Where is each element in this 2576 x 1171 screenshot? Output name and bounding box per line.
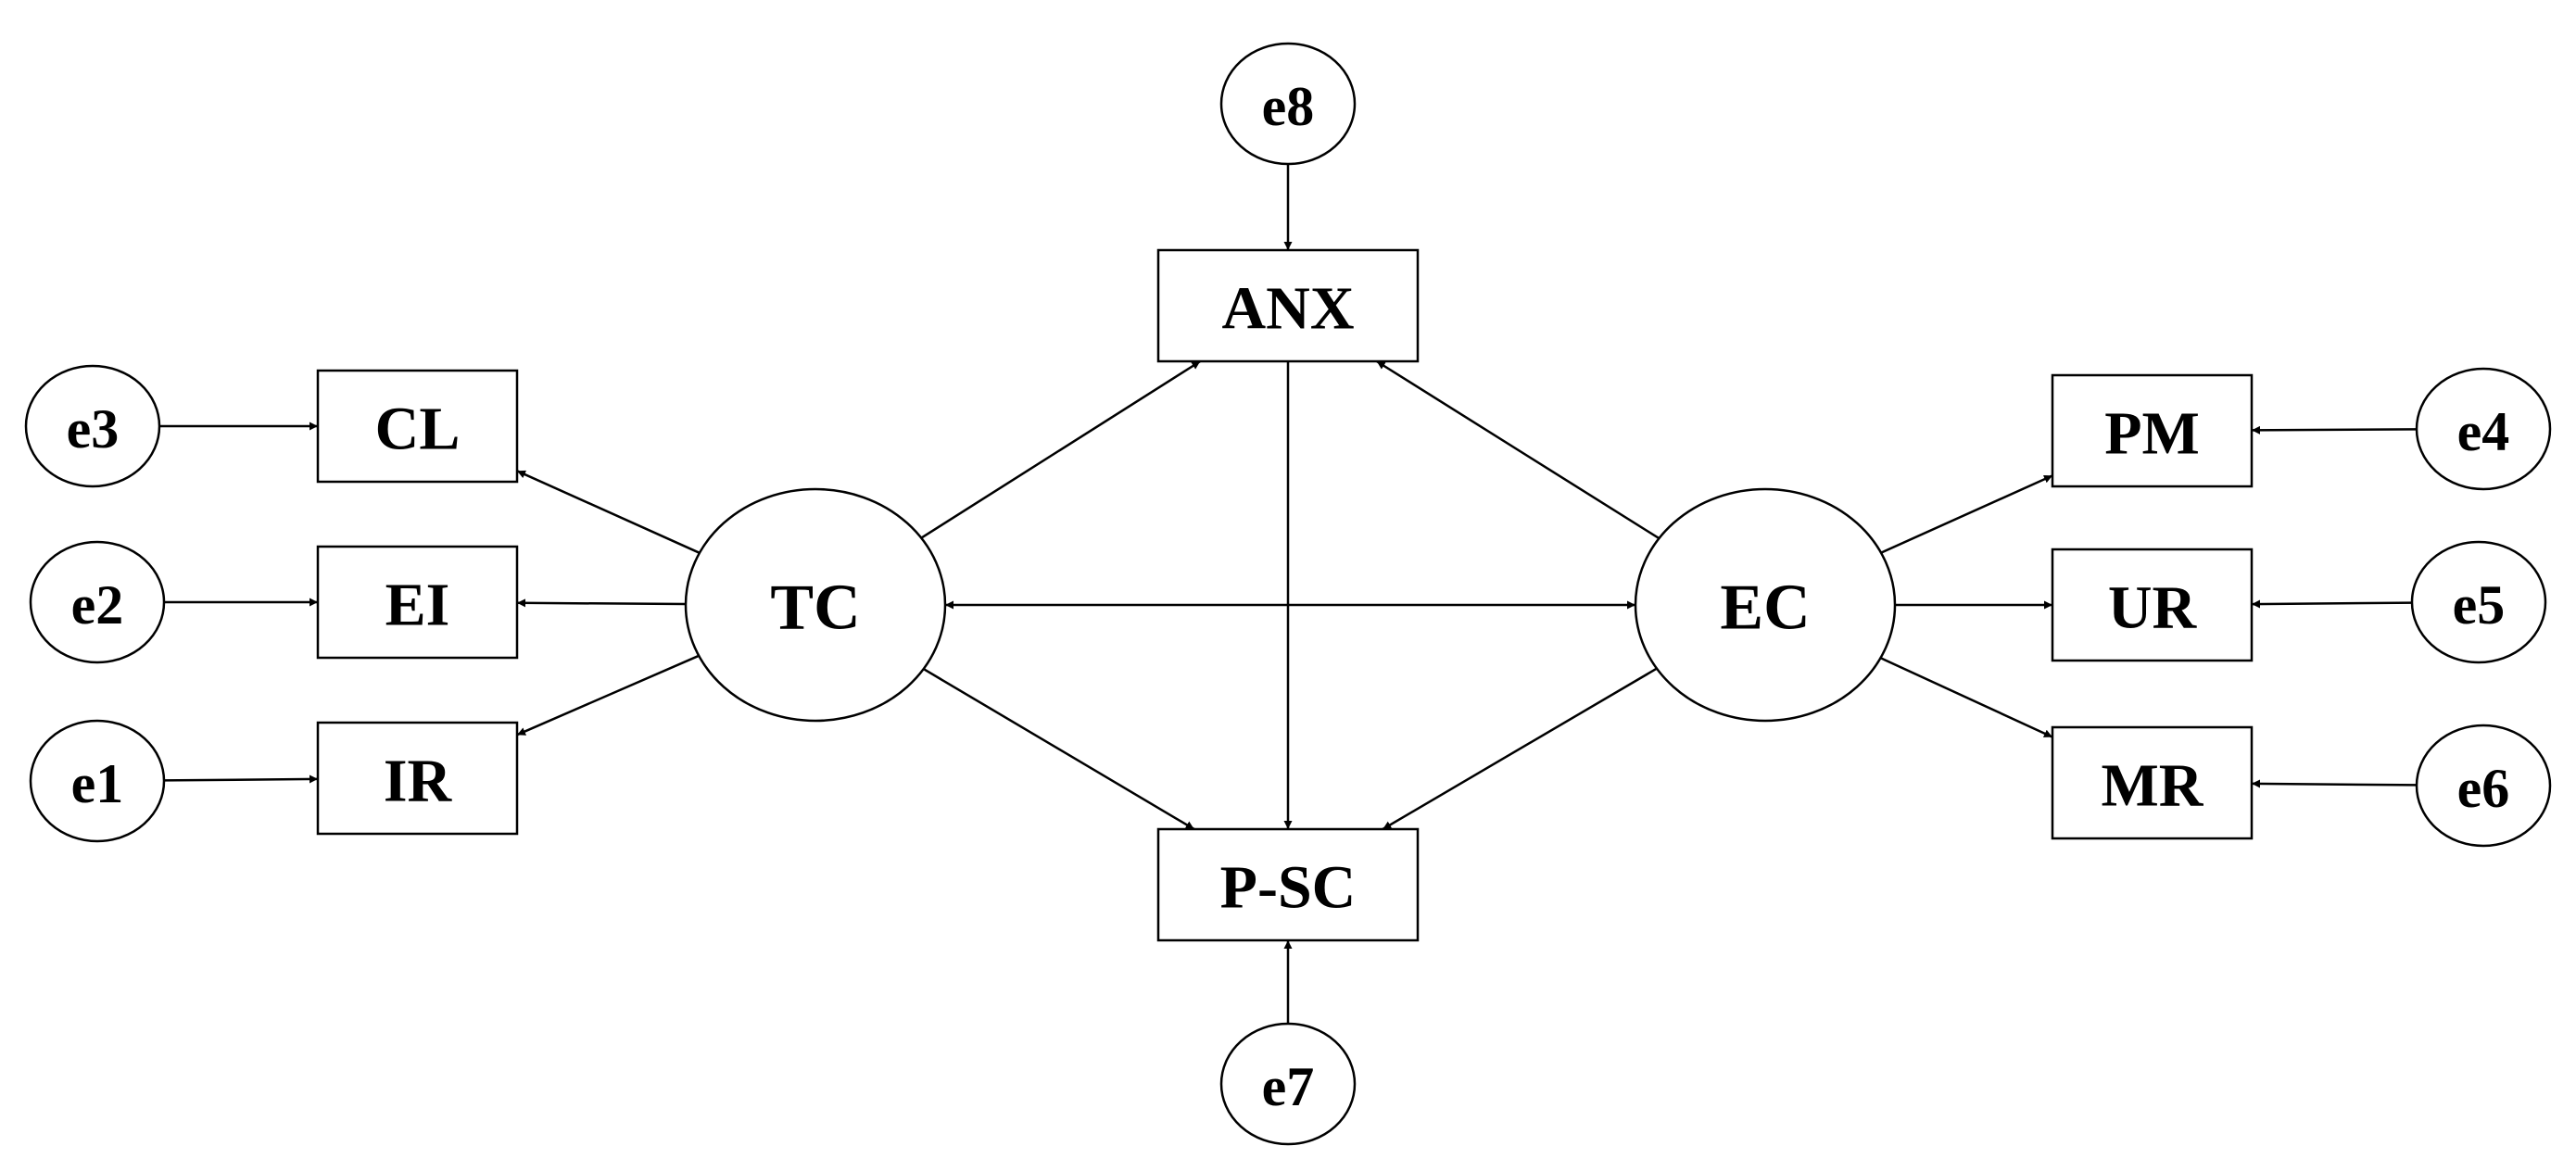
error-node-e7: e7	[1219, 1022, 1357, 1146]
error-shape-e2	[29, 540, 166, 664]
observed-node-cl: CL	[316, 369, 519, 484]
observed-label-ir: IR	[384, 748, 453, 815]
observed-node-ei: EI	[316, 545, 519, 660]
error-label-e1: e1	[71, 753, 124, 814]
paths-layer	[159, 164, 2418, 1024]
observed-label-ur: UR	[2108, 574, 2198, 642]
observed-shape-anx	[1156, 248, 1420, 363]
observed-shape-ur	[2051, 548, 2254, 662]
path-arrow-e6-to-mr	[2251, 779, 2418, 788]
error-label-e4: e4	[2457, 401, 2510, 462]
path-arrow-e4-to-pm	[2251, 425, 2418, 434]
error-node-e8: e8	[1219, 42, 1357, 166]
error-label-e7: e7	[1262, 1056, 1315, 1117]
path-arrow-tc-to-ei	[516, 598, 687, 608]
error-label-e8: e8	[1262, 76, 1315, 137]
observed-shape-cl	[316, 369, 519, 484]
error-label-e2: e2	[71, 574, 124, 636]
latent-node-ec: EC	[1634, 487, 1897, 723]
latent-shape-tc	[684, 487, 947, 723]
observed-label-anx: ANX	[1222, 275, 1355, 343]
observed-shape-ir	[316, 721, 519, 836]
error-shape-e7	[1219, 1022, 1357, 1146]
error-shape-e8	[1219, 42, 1357, 166]
error-node-e2: e2	[29, 540, 166, 664]
observed-shape-pm	[2051, 373, 2254, 488]
error-node-e1: e1	[29, 719, 166, 843]
observed-shape-psc	[1156, 827, 1420, 942]
observed-label-ei: EI	[385, 572, 450, 639]
observed-label-psc: P-SC	[1220, 854, 1357, 922]
observed-node-anx: ANX	[1156, 248, 1420, 363]
latent-label-tc: TC	[770, 573, 860, 644]
error-shape-e5	[2410, 540, 2547, 664]
error-shape-e4	[2415, 367, 2552, 491]
latent-label-ec: EC	[1720, 573, 1810, 644]
observed-shape-mr	[2051, 725, 2254, 840]
latent-node-tc: TC	[684, 487, 947, 723]
path-arrow-e1-to-ir	[163, 774, 319, 784]
observed-label-mr: MR	[2102, 752, 2204, 820]
error-node-e5: e5	[2410, 540, 2547, 664]
observed-label-cl: CL	[375, 396, 461, 463]
nodes-layer: TC EC ANX P-SC CL EI IR PM UR MR e1 e2 e3 e4 e5 e6 e7 e8	[24, 42, 2552, 1146]
path-arrow-tc-to-anx	[920, 359, 1201, 539]
observed-shape-ei	[316, 545, 519, 660]
path-arrow-tc-to-cl	[516, 470, 701, 554]
observed-label-pm: PM	[2104, 400, 2200, 468]
error-node-e4: e4	[2415, 367, 2552, 491]
observed-node-ir: IR	[316, 721, 519, 836]
observed-node-psc: P-SC	[1156, 827, 1420, 942]
error-node-e3: e3	[24, 364, 161, 488]
path-arrow-tc-to-ir	[516, 654, 700, 737]
observed-node-ur: UR	[2051, 548, 2254, 662]
error-shape-e6	[2415, 724, 2552, 848]
path-arrow-ec-to-psc	[1382, 667, 1658, 831]
observed-node-pm: PM	[2051, 373, 2254, 488]
error-label-e3: e3	[67, 398, 120, 460]
path-arrow-e5-to-ur	[2251, 599, 2413, 609]
latent-shape-ec	[1634, 487, 1897, 723]
path-arrow-tc-to-psc	[923, 668, 1195, 831]
error-shape-e1	[29, 719, 166, 843]
error-shape-e3	[24, 364, 161, 488]
path-arrow-ec-to-pm	[1880, 474, 2053, 554]
error-label-e6: e6	[2457, 758, 2510, 819]
error-node-e6: e6	[2415, 724, 2552, 848]
path-arrow-ec-to-mr	[1879, 657, 2053, 738]
path-arrow-ec-to-anx	[1376, 359, 1661, 540]
observed-node-mr: MR	[2051, 725, 2254, 840]
error-label-e5: e5	[2453, 574, 2506, 636]
